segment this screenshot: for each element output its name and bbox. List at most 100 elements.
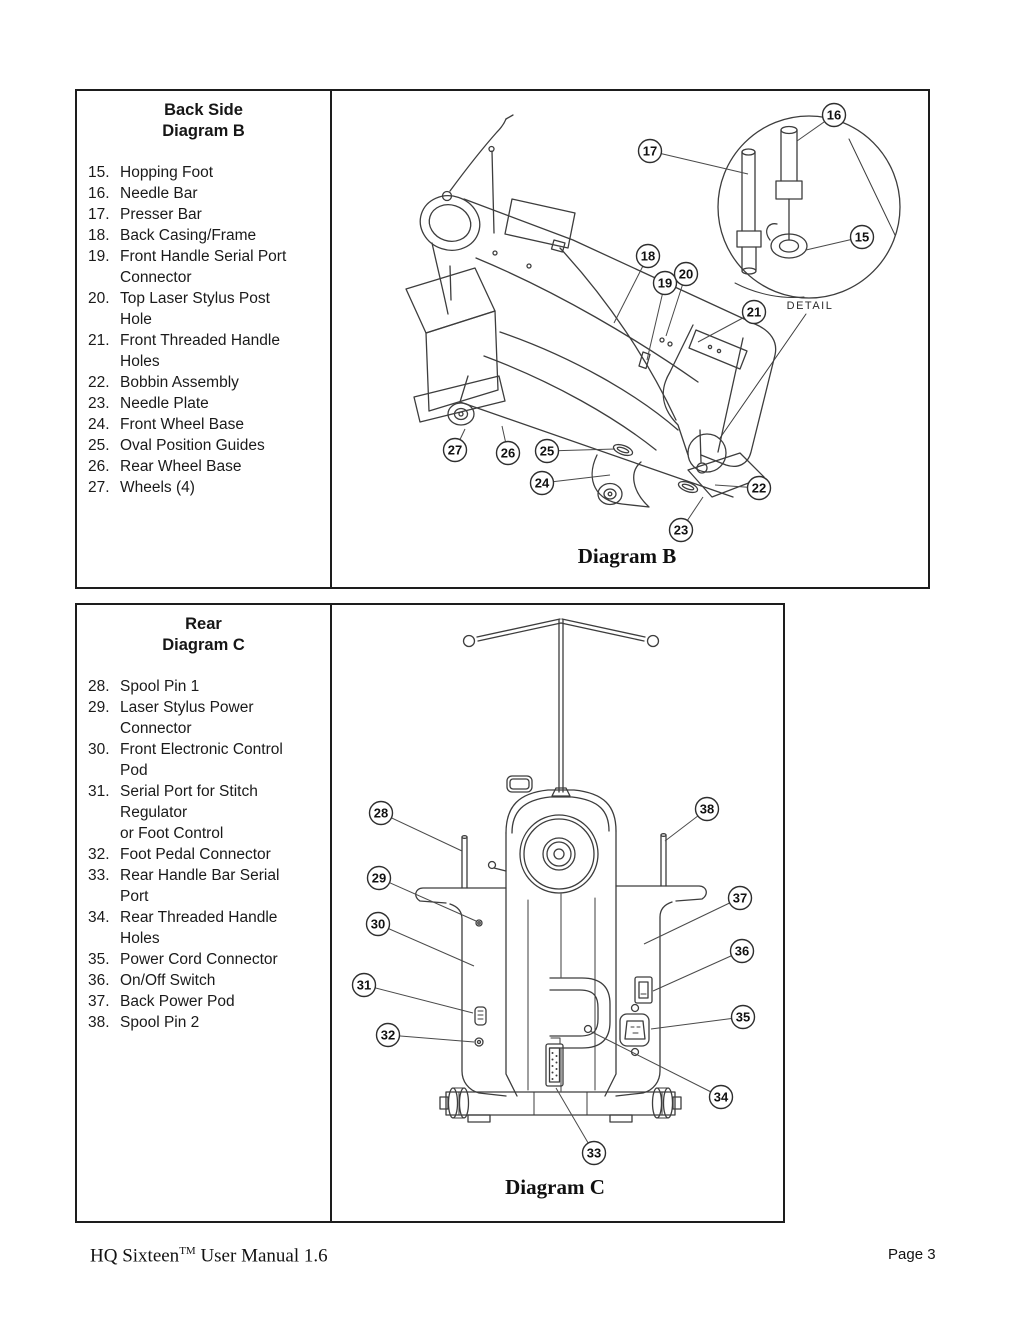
- callout-number: 17: [643, 144, 657, 159]
- callout-bubble: [637, 138, 663, 164]
- part-label: Spool Pin 2: [120, 1014, 200, 1031]
- part-item: 20. Top Laser Stylus Post Hole: [88, 288, 326, 330]
- diagram-b-title-line1: Back Side: [164, 101, 243, 119]
- part-item: 22.Bobbin Assembly: [88, 372, 326, 393]
- callout-number: 26: [501, 446, 515, 461]
- part-label: Front Electronic Control Pod: [120, 741, 283, 779]
- callout-leader-line: [380, 812, 463, 852]
- callout-38: 38: [664, 796, 720, 842]
- diagram-c-caption: Diagram C: [505, 1175, 605, 1199]
- callout-leader-line: [646, 282, 666, 361]
- detail-view-closeup: [717, 115, 901, 299]
- part-number: 20.: [88, 290, 110, 307]
- callout-number: 30: [371, 917, 385, 932]
- callout-bubble: [668, 517, 694, 543]
- callout-bubble: [581, 1140, 607, 1166]
- callout-bubble: [529, 470, 555, 496]
- part-number: 15.: [88, 164, 110, 181]
- part-label: Top Laser Stylus Post Hole: [120, 290, 270, 328]
- page-number: Page 3: [888, 1246, 936, 1263]
- part-item: 34.Rear Threaded Handle Holes: [88, 907, 326, 949]
- part-number: 31.: [88, 783, 110, 800]
- part-label: Foot Pedal Connector: [120, 846, 271, 863]
- manual-version: User Manual 1.6: [195, 1245, 328, 1267]
- part-item: 15.Hopping Foot: [88, 162, 326, 183]
- part-label: Spool Pin 1: [120, 678, 200, 695]
- part-number: 29.: [88, 699, 110, 716]
- detail-label: DETAIL: [787, 300, 834, 312]
- callout-number: 27: [448, 443, 462, 458]
- part-label: Front Wheel Base: [120, 416, 245, 433]
- callout-35: 35: [650, 1004, 756, 1030]
- callout-20: 20: [665, 261, 699, 337]
- part-number: 22.: [88, 374, 110, 391]
- part-label: Wheels (4): [120, 479, 195, 496]
- callout-33: 33: [555, 1087, 607, 1166]
- part-label: Needle Bar: [120, 185, 198, 202]
- part-item: 21.Front Threaded Handle Holes: [88, 330, 326, 372]
- diagram-c-title: Rear Diagram C: [77, 605, 330, 656]
- part-item: 33.Rear Handle Bar Serial Port: [88, 865, 326, 907]
- part-label: Rear Threaded Handle Holes: [120, 909, 278, 947]
- part-number: 24.: [88, 416, 110, 433]
- part-label: Serial Port for Stitch Regulator or Foot…: [120, 783, 258, 842]
- callout-number: 22: [752, 481, 766, 496]
- part-number: 27.: [88, 479, 110, 496]
- callout-leader-line: [652, 950, 743, 992]
- part-number: 38.: [88, 1014, 110, 1031]
- callout-number: 20: [679, 267, 693, 282]
- part-label: On/Off Switch: [120, 972, 216, 989]
- part-item: 37. Back Power Pod: [88, 991, 326, 1012]
- callout-number: 19: [658, 276, 672, 291]
- part-number: 17.: [88, 206, 110, 223]
- part-item: 27. Wheels (4): [88, 477, 326, 498]
- part-label: Power Cord Connector: [120, 951, 278, 968]
- callout-bubble: [746, 475, 772, 501]
- callout-leader-line: [377, 923, 475, 967]
- part-item: 30. Front Electronic Control Pod: [88, 739, 326, 781]
- part-item: 36. On/Off Switch: [88, 970, 326, 991]
- part-item: 19.Front Handle Serial Port Connector: [88, 246, 326, 288]
- callout-number: 28: [374, 806, 388, 821]
- manual-name: HQ Sixteen: [90, 1245, 180, 1267]
- part-number: 16.: [88, 185, 110, 202]
- part-item: 17.Presser Bar: [88, 204, 326, 225]
- part-item: 18.Back Casing/Frame: [88, 225, 326, 246]
- part-label: Back Power Pod: [120, 993, 235, 1010]
- callout-leader-line: [363, 984, 474, 1014]
- part-number: 25.: [88, 437, 110, 454]
- part-label: Needle Plate: [120, 395, 209, 412]
- part-number: 32.: [88, 846, 110, 863]
- callout-36: 36: [652, 938, 755, 992]
- callout-number: 24: [535, 476, 550, 491]
- callout-21: 21: [697, 299, 767, 343]
- part-number: 36.: [88, 972, 110, 989]
- callout-number: 21: [747, 305, 761, 320]
- callout-number: 31: [357, 978, 371, 993]
- callout-bubble: [351, 972, 377, 998]
- part-number: 37.: [88, 993, 110, 1010]
- part-number: 30.: [88, 741, 110, 758]
- callout-number: 15: [855, 230, 869, 245]
- callout-number: 29: [372, 871, 386, 886]
- part-item: 24. Front Wheel Base: [88, 414, 326, 435]
- trademark-mark: TM: [179, 1245, 196, 1257]
- callout-number: 23: [674, 523, 688, 538]
- diagram-b-title: Back Side Diagram B: [77, 91, 330, 142]
- diagram-b-caption: Diagram B: [578, 544, 677, 568]
- callout-bubble: [495, 440, 521, 466]
- callout-bubble: [368, 800, 394, 826]
- callout-25: 25: [534, 438, 616, 464]
- callout-26: 26: [495, 425, 521, 466]
- part-number: 18.: [88, 227, 110, 244]
- part-item: 31. Serial Port for Stitch Regulator or F…: [88, 781, 326, 844]
- callout-leader-line: [589, 1030, 722, 1098]
- callout-19: 19: [646, 270, 678, 361]
- part-item: 26.Rear Wheel Base: [88, 456, 326, 477]
